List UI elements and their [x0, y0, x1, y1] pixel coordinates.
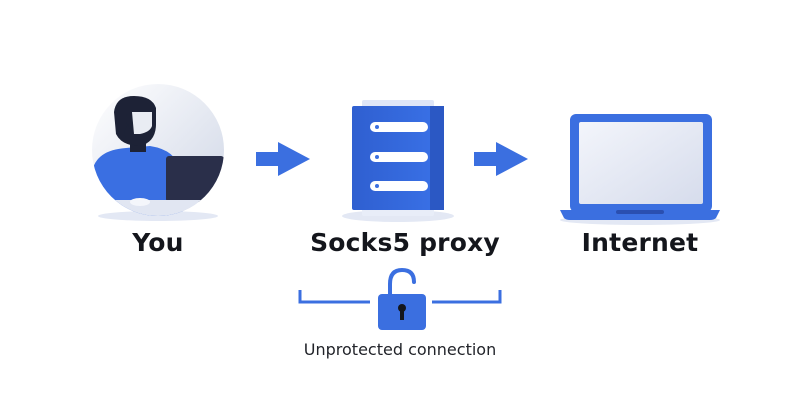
connection-bracket	[298, 290, 502, 304]
connection-caption: Unprotected connection	[303, 340, 497, 359]
arrow-right-icon	[256, 142, 310, 176]
unlocked-padlock-icon	[378, 267, 426, 330]
node-label-internet: Internet	[581, 228, 699, 257]
laptop-icon	[560, 114, 720, 225]
node-label-proxy: Socks5 proxy	[310, 228, 500, 257]
person-avatar-icon	[92, 84, 224, 221]
arrow-right-icon	[474, 142, 528, 176]
server-icon	[342, 100, 454, 222]
node-label-you: You	[132, 228, 184, 257]
